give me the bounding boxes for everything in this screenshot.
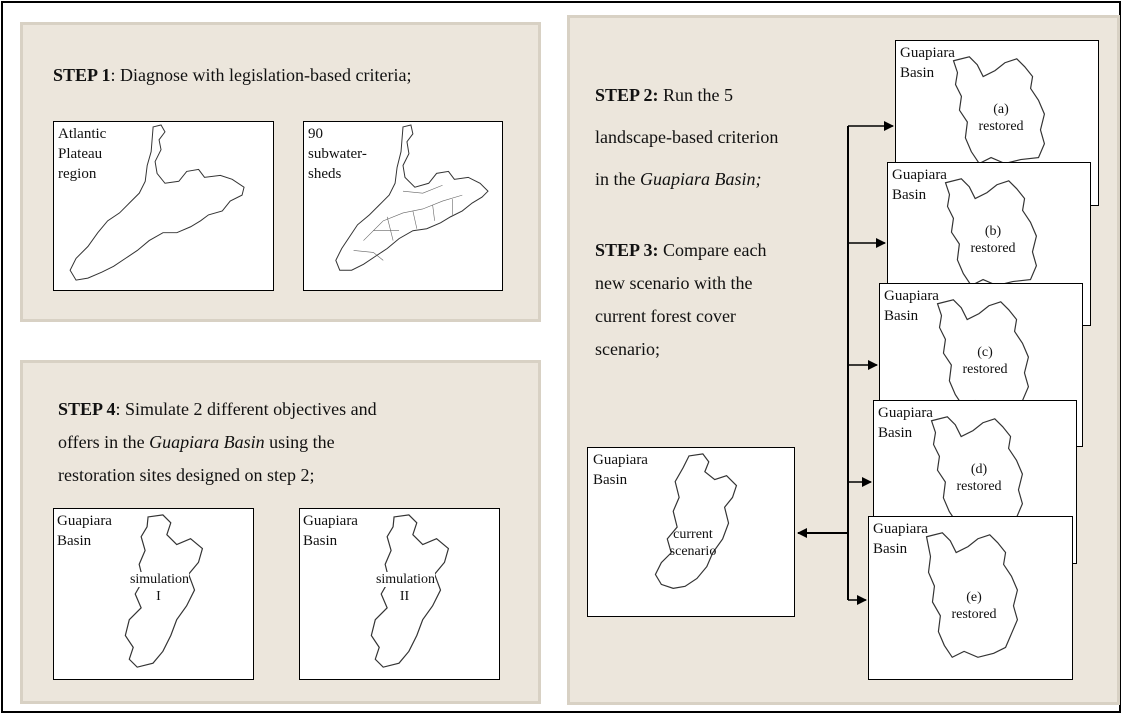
- atlantic-plateau-map: Atlantic Plateau region: [53, 121, 274, 291]
- step4-panel: STEP 4: Simulate 2 different objectives …: [20, 360, 541, 704]
- step1-heading: STEP 1: Diagnose with legislation-based …: [53, 65, 412, 85]
- restored-label: (c) restored: [962, 345, 1008, 377]
- basin-label: Guapiara Basin: [900, 45, 955, 81]
- atlantic-plateau-shape: [69, 124, 245, 281]
- map-label: Atlantic Plateau region: [58, 126, 107, 182]
- guapiara-basin-shape: [952, 56, 1046, 165]
- step3-text: STEP 3: Compare each new scenario with t…: [595, 240, 767, 359]
- scenario-label: current scenario: [669, 527, 717, 559]
- restored-label: (a) restored: [978, 102, 1024, 134]
- map-label: 90 subwater- sheds: [308, 126, 367, 182]
- guapiara-basin-shape: [936, 299, 1030, 408]
- step2-text: STEP 2: Run the 5 landscape-based criter…: [595, 85, 779, 189]
- simulation-2-map: Guapiara Basin simulation II: [299, 508, 500, 680]
- subwatersheds-map: 90 subwater- sheds: [303, 121, 503, 291]
- basin-label: Guapiara Basin: [303, 513, 358, 549]
- simulation-label: simulation I: [128, 572, 190, 604]
- current-scenario-map: Guapiara Basin current scenario: [587, 447, 795, 617]
- guapiara-basin-shape: [944, 178, 1038, 287]
- step1-panel: STEP 1: Diagnose with legislation-based …: [20, 22, 541, 322]
- basin-label: Guapiara Basin: [593, 452, 648, 488]
- subwatersheds-shape: [335, 124, 489, 271]
- basin-label: Guapiara Basin: [884, 288, 939, 324]
- guapiara-basin-shape: [930, 416, 1024, 525]
- restored-label: (b) restored: [970, 224, 1016, 256]
- guapiara-basin-shape: [654, 453, 738, 589]
- basin-label: Guapiara Basin: [57, 513, 112, 549]
- step4-text: STEP 4: Simulate 2 different objectives …: [58, 399, 377, 485]
- simulation-label: simulation II: [374, 572, 436, 604]
- restored-label: (e) restored: [951, 590, 997, 622]
- restored-label: (d) restored: [956, 462, 1002, 494]
- simulation-1-map: Guapiara Basin simulation I: [53, 508, 254, 680]
- restored-e-map: Guapiara Basin (e) restored: [868, 516, 1073, 680]
- guapiara-basin-shape: [925, 532, 1019, 659]
- basin-label: Guapiara Basin: [873, 521, 928, 557]
- basin-label: Guapiara Basin: [892, 167, 947, 203]
- basin-label: Guapiara Basin: [878, 405, 933, 441]
